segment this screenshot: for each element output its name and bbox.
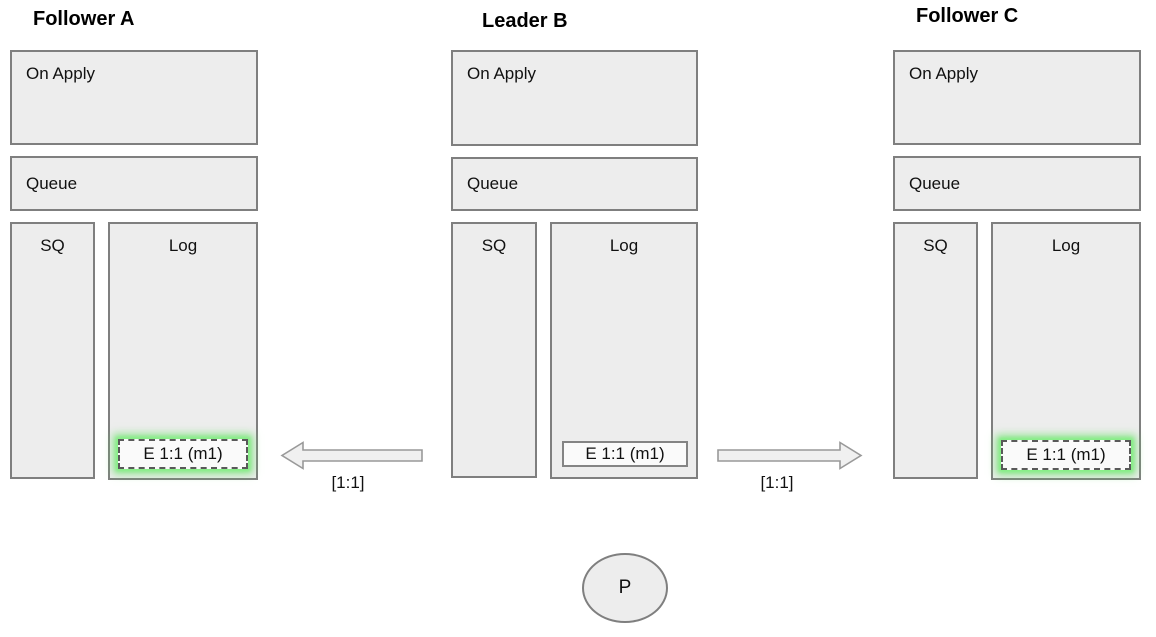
arrow-right-icon (717, 441, 863, 470)
process-node-label: P (618, 577, 632, 598)
follower-a-log-entry: E 1:1 (m1) (118, 439, 248, 469)
follower-c-log-entry: E 1:1 (m1) (1001, 440, 1131, 470)
follower-c-log-label: Log (1051, 236, 1081, 255)
follower-a-queue-label: Queue (26, 173, 78, 193)
follower-c-on-apply-box: On Apply (893, 50, 1141, 145)
follower-a-log-box: Log (108, 222, 258, 480)
leader-b-log-box: Log (550, 222, 698, 479)
node-title-leader-b: Leader B (482, 10, 568, 32)
leader-b-queue-label: Queue (467, 174, 519, 193)
leader-b-log-label: Log (609, 236, 639, 255)
follower-c-queue-label: Queue (909, 173, 961, 193)
follower-c-sq-label: SQ (923, 236, 948, 255)
follower-c-log-box: Log (991, 222, 1141, 480)
arrow-left-label: [1:1] (331, 473, 365, 492)
node-title-follower-c: Follower C (916, 5, 1019, 27)
process-node: P (582, 553, 668, 623)
follower-c-queue-box: Queue (893, 156, 1141, 211)
leader-b-sq-box: SQ (451, 222, 537, 478)
leader-b-on-apply-box: On Apply (451, 50, 698, 146)
leader-b-queue-box: Queue (451, 157, 698, 211)
follower-a-on-apply-box: On Apply (10, 50, 258, 145)
arrow-right-label: [1:1] (760, 473, 794, 492)
leader-b-on-apply-label: On Apply (467, 64, 536, 83)
follower-a-on-apply-label: On Apply (26, 64, 95, 83)
follower-c-sq-box: SQ (893, 222, 978, 479)
leader-b-log-entry: E 1:1 (m1) (562, 441, 688, 467)
follower-c-on-apply-label: On Apply (909, 64, 978, 83)
follower-a-log-label: Log (168, 236, 198, 255)
follower-a-queue-box: Queue (10, 156, 258, 211)
node-title-follower-a: Follower A (33, 8, 135, 30)
follower-a-sq-label: SQ (40, 236, 65, 255)
leader-b-sq-label: SQ (481, 236, 507, 255)
arrow-left-icon (280, 441, 423, 470)
follower-a-sq-box: SQ (10, 222, 95, 479)
